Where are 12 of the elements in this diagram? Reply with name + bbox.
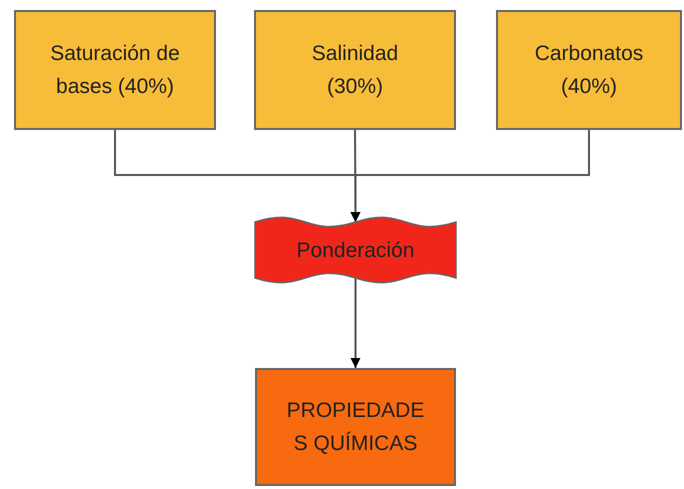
node-label: Salinidad (30%) xyxy=(310,41,400,100)
arrow xyxy=(350,278,360,368)
process-box xyxy=(14,10,216,130)
process-box xyxy=(254,10,456,130)
node-label: PROPIEDADES QUÍMICAS xyxy=(286,398,426,457)
process-box xyxy=(496,10,682,130)
document-wave-shape xyxy=(255,214,456,286)
node-label: Saturación de bases (40%) xyxy=(49,41,181,100)
node-label: Carbonatos (40%) xyxy=(534,41,644,100)
arrow xyxy=(350,130,590,222)
node-label: Ponderación xyxy=(296,238,416,264)
process-box xyxy=(255,368,456,486)
